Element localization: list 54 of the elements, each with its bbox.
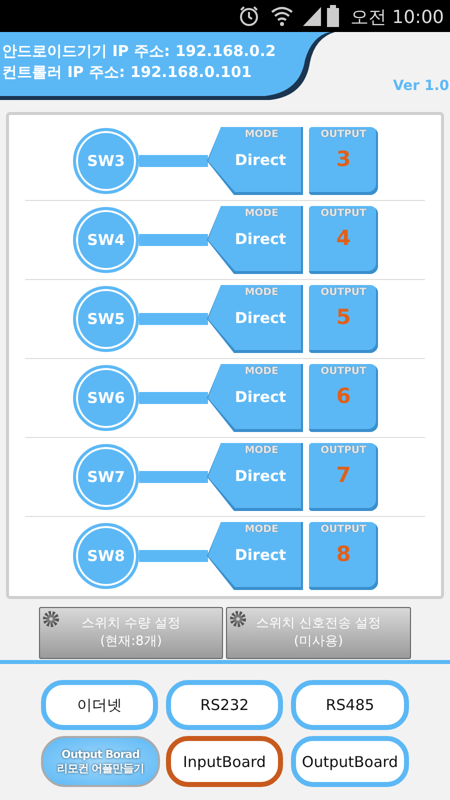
ip-address-text: 안드로이드기기 IP 주소: 192.168.0.2 xyxy=(2,42,276,61)
switch-label: SW4 xyxy=(87,231,125,249)
mode-value: Direct xyxy=(234,388,288,406)
mode-value: Direct xyxy=(234,230,288,248)
mode-value: Direct xyxy=(234,151,288,169)
mode-value: Direct xyxy=(234,309,288,327)
connector-bar xyxy=(139,313,208,325)
mode-label: MODE xyxy=(244,129,280,140)
option-button: 이더넷 xyxy=(41,680,158,730)
mode-label: MODE xyxy=(244,208,280,219)
option-button: RS485 xyxy=(291,680,409,730)
output-label: OUTPUT xyxy=(320,366,368,377)
output-box xyxy=(309,364,378,432)
option-button: RS232 xyxy=(166,680,283,730)
clock-text: 오전 10:00 xyxy=(350,6,444,29)
output-label: OUTPUT xyxy=(320,524,368,535)
version-text: Ver 1.0 xyxy=(393,78,450,94)
switch-label: SW6 xyxy=(87,389,125,407)
mode-label: MODE xyxy=(244,366,280,377)
output-value: 3 xyxy=(335,147,352,171)
output-value: 4 xyxy=(335,226,352,250)
connector-bar xyxy=(139,471,208,483)
option-button: OutputBoard xyxy=(291,736,409,787)
mode-value: Direct xyxy=(234,467,288,485)
output-label: OUTPUT xyxy=(320,445,368,456)
output-value: 5 xyxy=(335,305,352,329)
settings-button: 스위치 신호전송 설정 (미사용) xyxy=(226,607,411,659)
mode-label: MODE xyxy=(244,524,280,535)
output-value: 6 xyxy=(335,384,352,408)
output-value: 7 xyxy=(335,463,352,487)
output-box xyxy=(309,206,378,274)
connector-bar xyxy=(139,155,208,167)
mode-value: Direct xyxy=(234,546,288,564)
connector-bar xyxy=(139,234,208,246)
selected-option-button: InputBoard xyxy=(166,736,283,787)
output-box xyxy=(309,127,378,195)
app-maker-button: Output Borad 리모컨 어플만들기 xyxy=(41,736,160,787)
output-value: 8 xyxy=(335,542,352,566)
output-label: OUTPUT xyxy=(320,287,368,298)
switch-label: SW3 xyxy=(87,152,125,170)
output-box xyxy=(309,443,378,511)
switch-label: SW7 xyxy=(87,468,125,486)
mode-label: MODE xyxy=(244,287,280,298)
output-box xyxy=(309,522,378,590)
settings-button: 스위치 수량 설정 (현재:8개) xyxy=(39,607,223,659)
mode-label: MODE xyxy=(244,445,280,456)
switch-label: SW5 xyxy=(87,310,125,328)
output-label: OUTPUT xyxy=(320,129,368,140)
output-label: OUTPUT xyxy=(320,208,368,219)
ip-address-text: 컨트롤러 IP 주소: 192.168.0.101 xyxy=(2,63,252,82)
connector-bar xyxy=(139,392,208,404)
connector-bar xyxy=(139,550,208,562)
output-box xyxy=(309,285,378,353)
switch-label: SW8 xyxy=(87,547,125,565)
